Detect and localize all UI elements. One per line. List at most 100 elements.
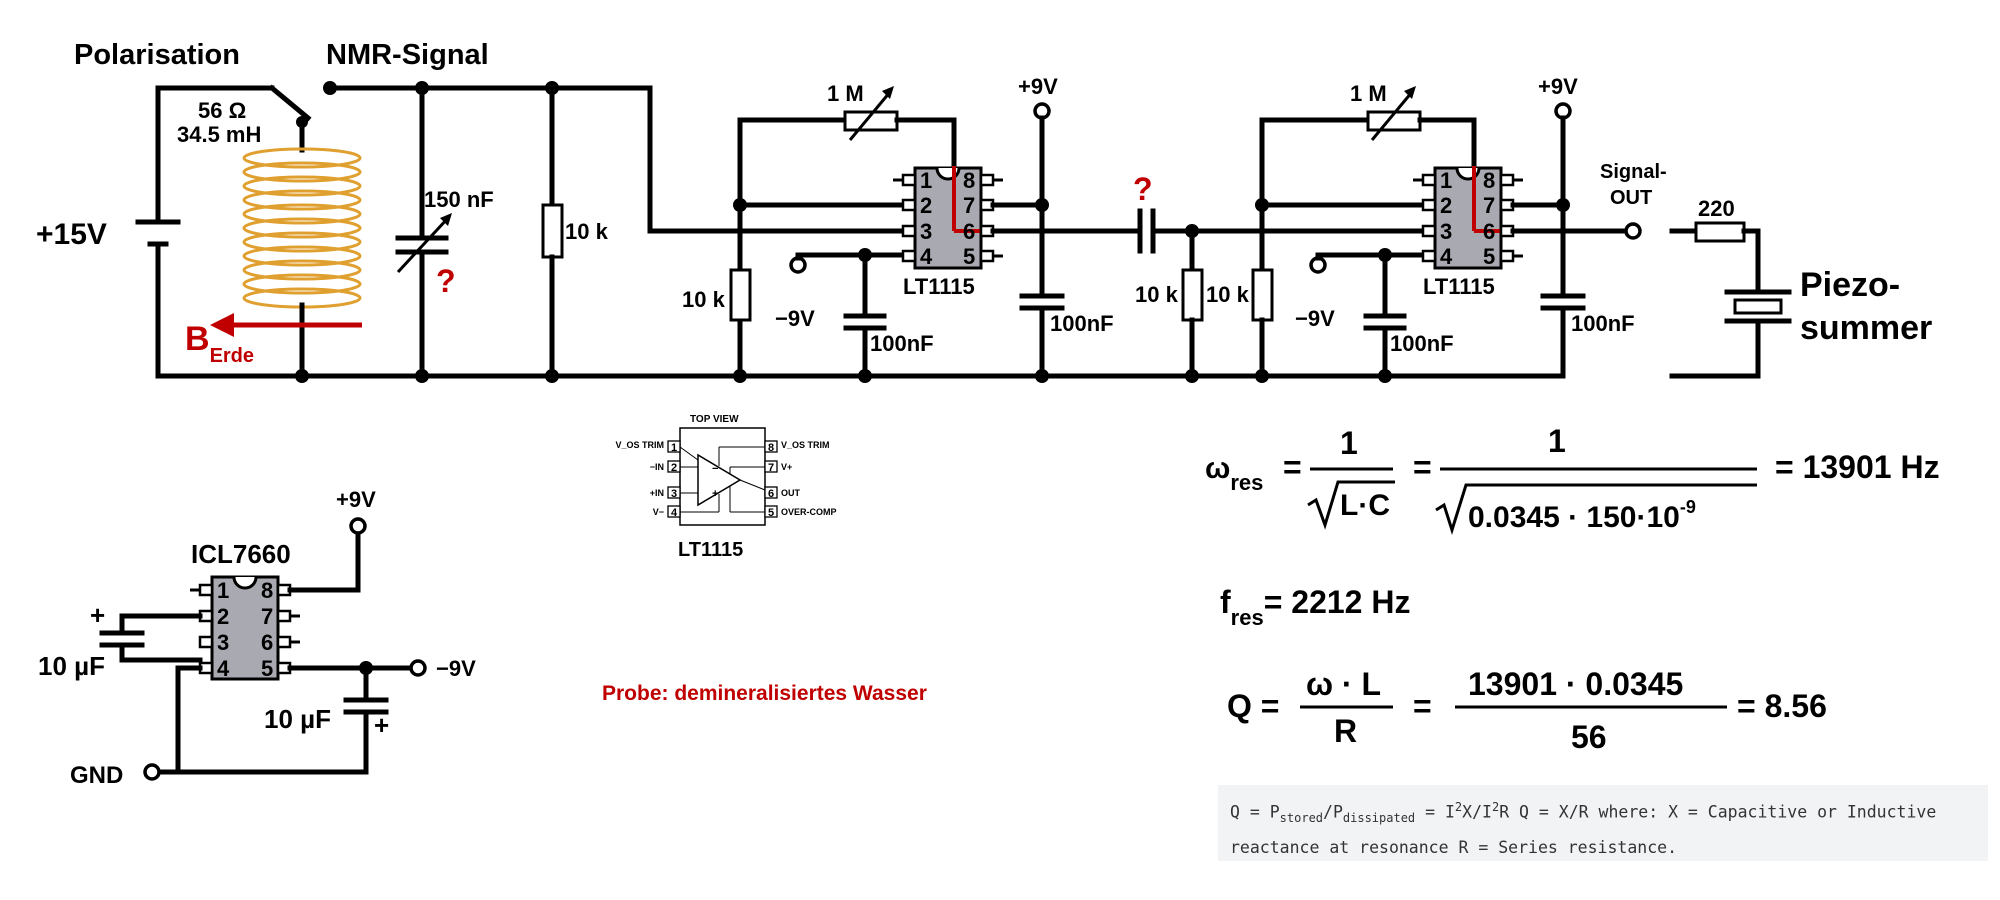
pinout-left-1: V_OS TRIM (615, 440, 664, 450)
icl-pin-5: 5 (261, 656, 273, 681)
pinout-right-3: OUT (781, 488, 801, 498)
eq-q-denominator: R (1334, 713, 1357, 749)
resistor-10k-1 (541, 203, 564, 259)
icl-pin-7: 7 (261, 604, 273, 629)
label-polarisation: Polarisation (74, 39, 240, 71)
signal-out-terminal (1624, 222, 1642, 240)
label-signal-out-2: OUT (1610, 187, 1652, 209)
eq-equals-2: = (1413, 449, 1432, 485)
lt1115-ic-2 (1433, 166, 1503, 270)
label-10uf-1: 10 µF (38, 651, 105, 681)
note-line-1: Q = Pstored/Pdissipated = I2X/I2R Q = X/… (1230, 800, 1937, 825)
label-question-1: ? (436, 263, 456, 299)
label-100nf-3: 100nF (1390, 331, 1454, 356)
label-b-earth: BErde (185, 320, 254, 367)
ic1-pin-4: 4 (920, 244, 933, 269)
resistor-10k-2 (729, 268, 752, 322)
label-10uf-2: 10 µF (264, 704, 331, 734)
ic2-pin-2: 2 (1440, 193, 1452, 218)
ic2-pin-7: 7 (1483, 193, 1495, 218)
eq-omega-result: = 13901 Hz (1775, 449, 1940, 485)
pinout-caption: LT1115 (678, 539, 743, 561)
icl-pin-8: 8 (261, 578, 273, 603)
pinout-pin-8: 8 (768, 442, 774, 454)
pinout-pin-6: 6 (768, 488, 774, 500)
label-signal-out-1: Signal- (1600, 161, 1667, 183)
eq-f-res: fres= 2212 Hz (1220, 584, 1410, 630)
pinout-right-4: OVER-COMP (781, 507, 837, 517)
icl-pin-6: 6 (261, 630, 273, 655)
eq-q-result: = 8.56 (1737, 688, 1827, 724)
ic1-pin-3: 3 (920, 219, 932, 244)
label-lt1115-1: LT1115 (903, 274, 975, 299)
resistor-10k-3 (1181, 268, 1204, 322)
eq-denominator: 0.0345 · 150·10-9 (1468, 497, 1696, 534)
amplifier-stage-1: 1 2 3 4 5 6 7 8 (729, 86, 1303, 383)
label-plus9v-1: +9V (1018, 74, 1058, 99)
label-minus9v-3: −9V (436, 656, 476, 681)
icl-pin-1: 1 (217, 578, 229, 603)
label-minus9v-1: −9V (775, 306, 815, 331)
label-10k-1: 10 k (565, 219, 609, 244)
label-lt1115-2: LT1115 (1423, 274, 1495, 299)
eq-q-denominator-2: 56 (1571, 719, 1607, 755)
label-coil-inductance: 34.5 mH (177, 122, 261, 147)
label-plus9v-3: +9V (336, 487, 376, 512)
ic1-pin-5: 5 (963, 244, 975, 269)
label-10k-4: 10 k (1206, 282, 1250, 307)
eq-equals-1: = (1283, 449, 1302, 485)
variable-capacitor-arrow (396, 216, 450, 274)
ic2-pin-5: 5 (1483, 244, 1495, 269)
pinout-pin-3: 3 (671, 488, 677, 500)
pinout-right-2: V+ (781, 462, 792, 472)
pinout-left-4: V− (653, 507, 664, 517)
pot-arrow-2 (1370, 91, 1414, 141)
label-1m-2: 1 M (1350, 81, 1387, 106)
ic1-pin-1: 1 (920, 168, 932, 193)
label-piezo-1: Piezo- (1800, 266, 1900, 304)
ic2-pin-6: 6 (1483, 219, 1495, 244)
eq-lc: L·C (1340, 489, 1390, 522)
ic1-pin-6: 6 (963, 219, 975, 244)
ic2-pin-4: 4 (1440, 244, 1453, 269)
icl7660-section: 1 2 3 4 5 6 7 8 (99, 517, 427, 781)
note-line-2: reactance at resonance R = Series resist… (1230, 837, 1678, 857)
polarisation-switch (268, 84, 312, 122)
labels: Polarisation NMR-Signal 56 Ω 34.5 mH +15… (36, 39, 1932, 789)
icl-pin-3: 3 (217, 630, 229, 655)
label-question-2: ? (1133, 171, 1153, 207)
eq-equals-3: = (1413, 688, 1432, 724)
ic2-pin-3: 3 (1440, 219, 1452, 244)
lt1115-ic-1 (913, 166, 983, 270)
pinout-pin-5: 5 (768, 507, 774, 519)
earth-field-arrow (210, 313, 362, 337)
equations: ωres = 1 L·C = 1 0.0345 · 150·10-9 = 139… (1205, 423, 1940, 755)
pinout-pin-2: 2 (671, 462, 677, 474)
label-220: 220 (1698, 196, 1735, 221)
pinout-pin-7: 7 (768, 462, 774, 474)
label-100nf-4: 100nF (1571, 311, 1635, 336)
label-plus-2: + (374, 710, 389, 740)
label-icl7660: ICL7660 (191, 539, 291, 569)
label-1m-1: 1 M (827, 81, 864, 106)
label-minus9v-2: −9V (1295, 306, 1335, 331)
piezo-element (1733, 298, 1783, 315)
svg-text:−: − (712, 463, 718, 475)
pinout-left-3: +IN (650, 488, 664, 498)
icl7660-ic (210, 575, 280, 681)
ic1-pin-2: 2 (920, 193, 932, 218)
label-coil-resistance: 56 Ω (198, 98, 246, 123)
eq-one-1: 1 (1340, 425, 1358, 461)
label-100nf-2: 100nF (1050, 311, 1114, 336)
piezo-output (1669, 221, 1792, 379)
lt1115-pinout-diagram: TOP VIEW 1 2 3 4 8 7 6 5 − + V_OS TRIM −… (615, 414, 836, 561)
eq-q: Q = (1227, 688, 1279, 724)
ic1-pin-7: 7 (963, 193, 975, 218)
icl-pin-2: 2 (217, 604, 229, 629)
label-plus-1: + (90, 600, 105, 630)
pinout-pin-4: 4 (671, 507, 678, 519)
coil-inductor (242, 147, 362, 309)
label-plus15v: +15V (36, 218, 107, 251)
eq-omega: ωres (1205, 452, 1263, 495)
